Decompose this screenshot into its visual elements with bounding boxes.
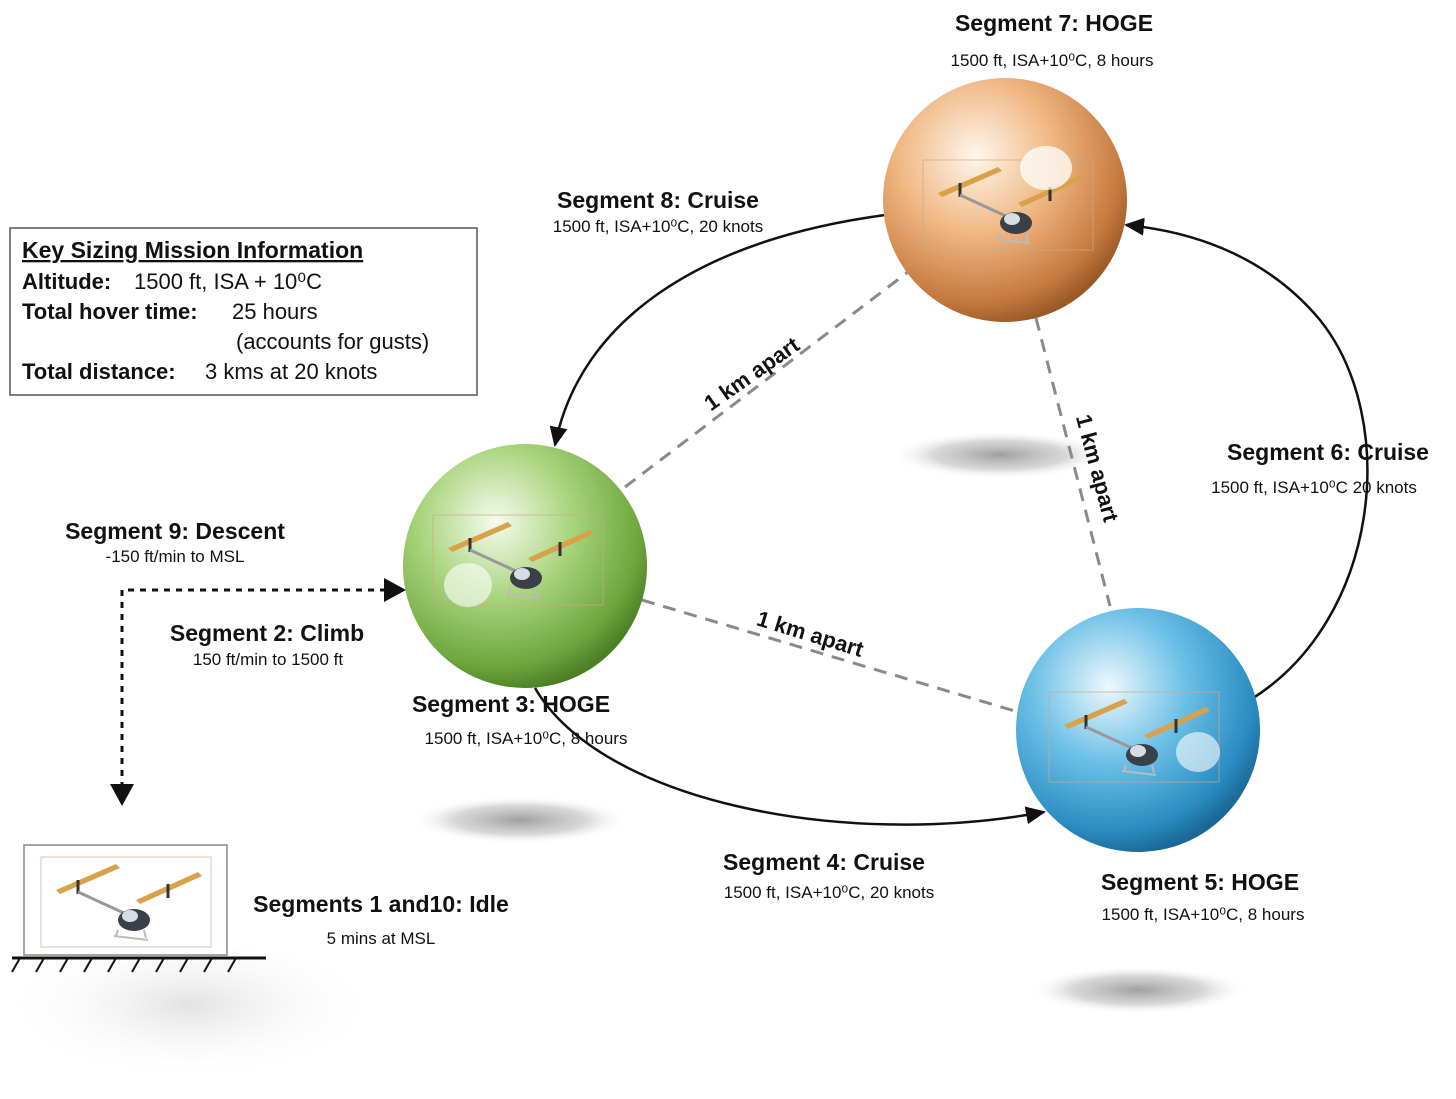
ground-shadow	[0, 945, 380, 1095]
seg8-title: Segment 8: Cruise	[557, 187, 759, 213]
route-arrow-seg8	[549, 213, 886, 447]
key-altitude-label: Altitude:	[22, 269, 111, 294]
distance-line-3-5	[641, 598, 1019, 714]
sphere-shadow-blue	[1028, 966, 1248, 1014]
descent-arrowhead	[110, 784, 134, 806]
seg3-detail: 1500 ft, ISA+10⁰C, 8 hours	[425, 729, 628, 748]
ground-hatching	[11, 957, 237, 973]
sphere-highlight	[1176, 732, 1220, 772]
sphere-segment-3	[403, 444, 647, 688]
seg8-detail: 1500 ft, ISA+10⁰C, 20 knots	[553, 217, 763, 236]
seg4-detail: 1500 ft, ISA+10⁰C, 20 knots	[724, 883, 934, 902]
distance-line-7-5	[1034, 317, 1112, 607]
seg9-title: Segment 9: Descent	[65, 518, 285, 544]
sphere-highlight	[444, 563, 492, 607]
key-hover-label: Total hover time:	[22, 299, 198, 324]
key-info-box	[9, 227, 478, 396]
key-distance-value: 3 kms at 20 knots	[205, 359, 377, 384]
route-arrow-seg6	[1124, 217, 1369, 702]
climb-arrowhead	[384, 578, 406, 602]
route-arrow-seg4	[533, 687, 1046, 826]
distance-line-3-7	[624, 270, 909, 489]
key-box-title: Key Sizing Mission Information	[22, 237, 363, 263]
sphere-shadow-green	[410, 796, 630, 844]
climb-descent-path	[120, 588, 400, 800]
distance-label-3-7: 1 km apart	[699, 332, 804, 416]
sphere-segment-5	[1016, 608, 1260, 852]
seg3-title: Segment 3: HOGE	[412, 691, 610, 717]
key-hover-value: 25 hours	[232, 299, 318, 324]
ground-helicopter-frame	[23, 844, 228, 956]
seg4-title: Segment 4: Cruise	[723, 849, 925, 875]
sphere-shadow-orange	[890, 431, 1110, 479]
seg2-detail: 150 ft/min to 1500 ft	[193, 650, 344, 669]
seg7-title: Segment 7: HOGE	[955, 10, 1153, 36]
seg2-title: Segment 2: Climb	[170, 620, 364, 646]
key-altitude-value: 1500 ft, ISA + 10⁰C	[134, 269, 322, 294]
key-hover-note: (accounts for gusts)	[236, 329, 429, 354]
seg1-10-detail: 5 mins at MSL	[327, 929, 436, 948]
seg5-detail: 1500 ft, ISA+10⁰C, 8 hours	[1102, 905, 1305, 924]
seg9-detail: -150 ft/min to MSL	[106, 547, 245, 566]
seg6-title: Segment 6: Cruise	[1227, 439, 1429, 465]
distance-label-3-5: 1 km apart	[754, 606, 867, 662]
sphere-segment-7	[883, 78, 1127, 322]
seg7-detail: 1500 ft, ISA+10⁰C, 8 hours	[951, 51, 1154, 70]
seg6-detail: 1500 ft, ISA+10⁰C 20 knots	[1211, 478, 1417, 497]
seg5-title: Segment 5: HOGE	[1101, 869, 1299, 895]
seg1-10-title: Segments 1 and10: Idle	[253, 891, 509, 917]
key-distance-label: Total distance:	[22, 359, 176, 384]
sphere-highlight	[1020, 146, 1072, 190]
